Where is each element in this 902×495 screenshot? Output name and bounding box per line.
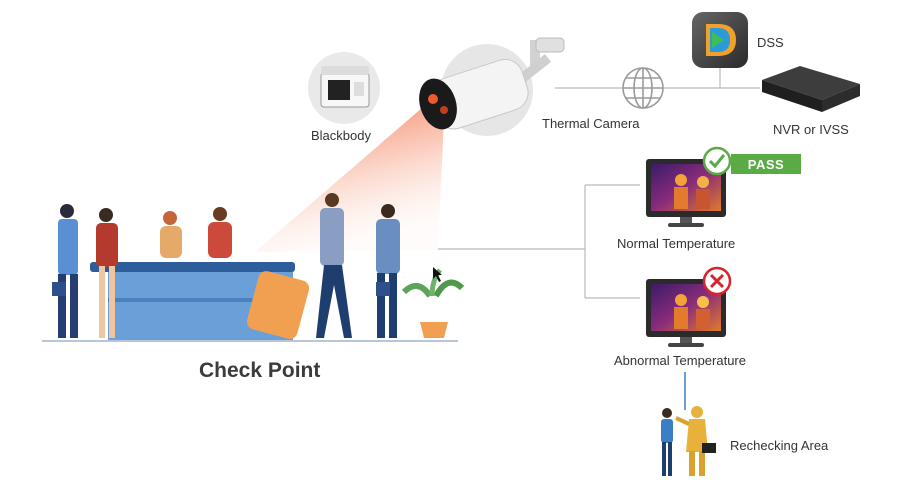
pass-check-icon (702, 146, 732, 176)
blackbody-label: Blackbody (311, 128, 371, 143)
network-globe-icon (622, 67, 664, 109)
rechecking-area-label: Rechecking Area (730, 438, 829, 453)
thermal-beam (255, 95, 445, 252)
dss-label: DSS (757, 35, 784, 50)
check-point-title: Check Point (199, 359, 321, 382)
fail-cross-icon (702, 266, 732, 296)
mouse-cursor-icon (433, 267, 442, 282)
check-point-scene (42, 193, 465, 342)
thermal-camera-device (419, 37, 565, 136)
rechecking-figures (661, 406, 716, 476)
pass-badge: PASS (731, 154, 801, 174)
dss-app-icon (692, 12, 748, 68)
nvr-label: NVR or IVSS (773, 122, 849, 137)
blackbody-device (308, 52, 380, 124)
thermal-camera-label: Thermal Camera (542, 116, 640, 131)
abnormal-temperature-label: Abnormal Temperature (614, 353, 746, 368)
nvr-device (762, 66, 860, 112)
normal-temperature-label: Normal Temperature (617, 236, 736, 251)
connection-lines (438, 66, 760, 299)
